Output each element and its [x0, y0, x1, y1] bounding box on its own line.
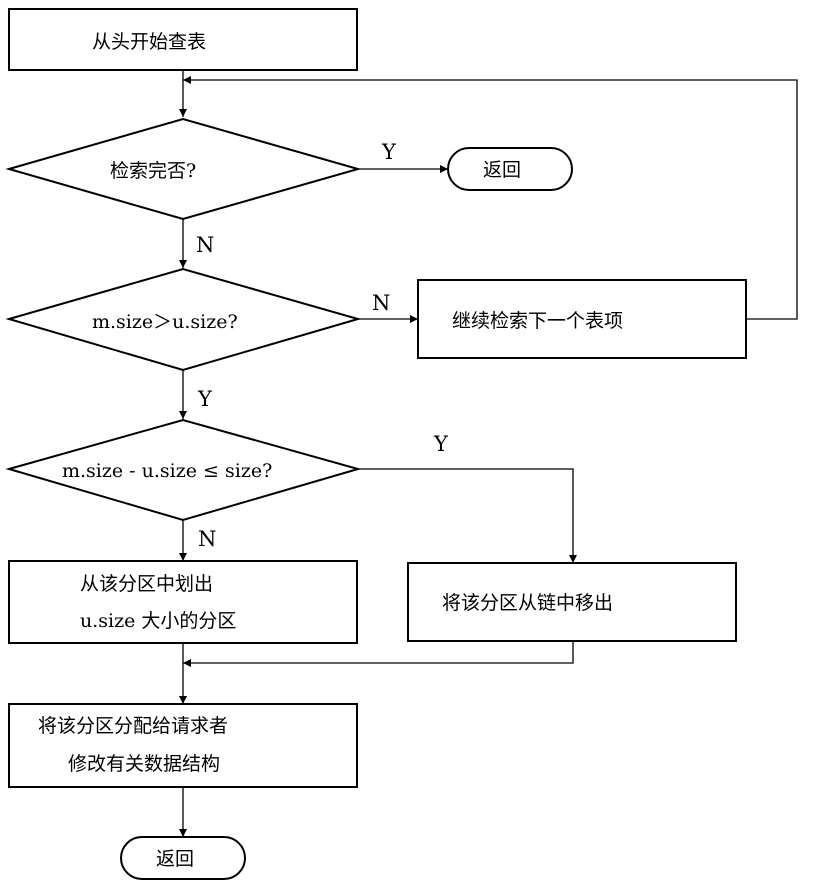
continue-next-box	[417, 279, 747, 359]
edge-remove-merge	[183, 641, 574, 667]
start-box	[8, 8, 358, 71]
remove-from-chain-box	[407, 562, 737, 642]
allocate-label-line2: 修改有关数据结构	[68, 753, 220, 775]
start-label: 从头开始查表	[92, 31, 206, 53]
return-bottom-label: 返回	[156, 848, 194, 870]
return-top-label: 返回	[483, 159, 521, 181]
edge-label-diff-no: N	[198, 527, 216, 551]
nodes: 从头开始查表 检索完否? 返回 m.size＞u.size? 继续检索下一个表项…	[5, 8, 747, 880]
size-compare-label: m.size＞u.size?	[92, 311, 238, 333]
allocate-label-line1: 将该分区分配给请求者	[38, 715, 228, 737]
edge-label-done-no: N	[196, 233, 214, 257]
edge-diff-yes-to-remove	[358, 468, 577, 563]
remove-from-chain-label: 将该分区从链中移出	[442, 592, 613, 614]
size-compare-decision	[5, 267, 362, 372]
edge-continue-loop-back	[183, 76, 798, 320]
return-top-terminal	[447, 147, 573, 191]
check-done-decision	[5, 117, 362, 221]
edge-label-size-yes: Y	[197, 387, 213, 411]
check-done-label: 检索完否?	[110, 160, 196, 182]
edge-label-done-yes: Y	[381, 140, 397, 164]
edge-label-diff-yes: Y	[433, 432, 449, 456]
diff-compare-decision	[5, 418, 362, 522]
split-label-line1: 从该分区中划出	[80, 573, 213, 595]
allocate-box	[8, 703, 358, 788]
edge-labels: Y N N Y Y N	[196, 140, 449, 551]
edge-label-size-no: N	[372, 291, 390, 315]
return-bottom-terminal	[120, 836, 246, 880]
edges	[179, 70, 798, 837]
split-label-line2: u.size 大小的分区	[80, 610, 236, 632]
diff-compare-label: m.size - u.size ≤ size?	[62, 460, 272, 482]
split-box	[8, 560, 358, 644]
continue-next-label: 继续检索下一个表项	[452, 310, 623, 332]
